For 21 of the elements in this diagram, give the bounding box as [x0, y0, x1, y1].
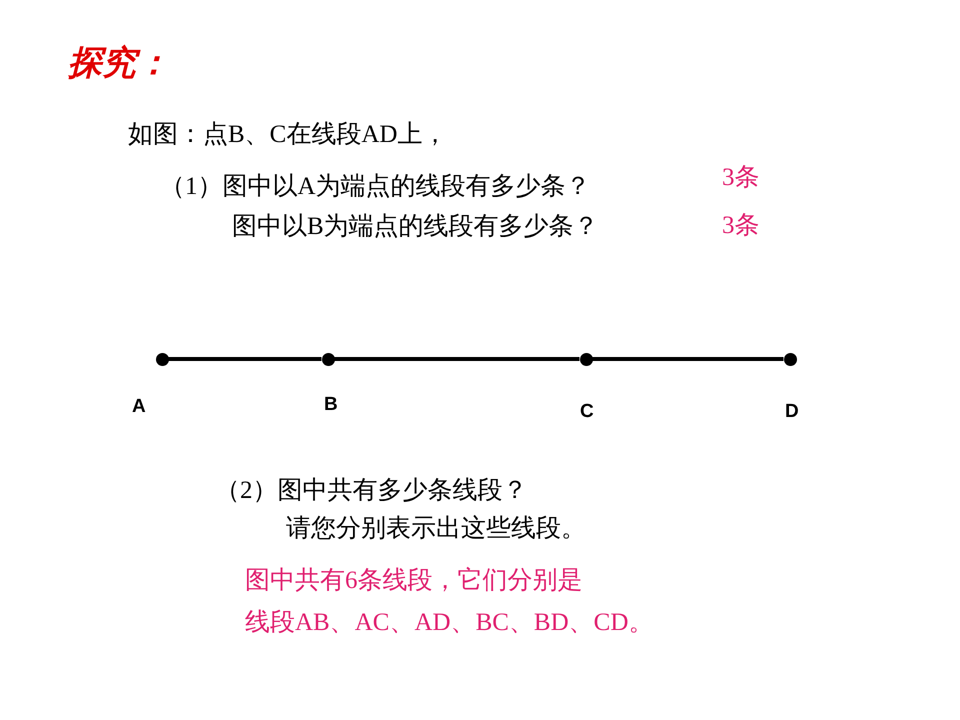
answer-text: 3条 — [722, 163, 760, 193]
question-text: （2）图中共有多少条线段？ — [215, 476, 528, 506]
answer-text: 线段AB、AC、AD、BC、BD、CD。 — [245, 608, 654, 638]
question-text: 图中以B为端点的线段有多少条？ — [232, 212, 599, 242]
title: 探究： — [68, 44, 170, 84]
point-dot — [580, 352, 592, 366]
line-segment — [592, 357, 784, 361]
point-label: D — [785, 401, 799, 423]
point-dot — [156, 352, 168, 366]
question-text: 如图：点B、C在线段AD上， — [128, 120, 448, 150]
line-segment — [168, 357, 322, 361]
point-dot — [784, 352, 796, 366]
point-label: A — [132, 396, 146, 418]
point-label: C — [580, 401, 594, 423]
question-text: （1）图中以A为端点的线段有多少条？ — [160, 172, 591, 202]
line-segment — [334, 357, 580, 361]
point-dot — [322, 352, 334, 366]
point-label: B — [324, 394, 338, 416]
question-text: 请您分别表示出这些线段。 — [286, 514, 586, 544]
answer-text: 图中共有6条线段，它们分别是 — [245, 566, 582, 596]
answer-text: 3条 — [722, 211, 760, 241]
